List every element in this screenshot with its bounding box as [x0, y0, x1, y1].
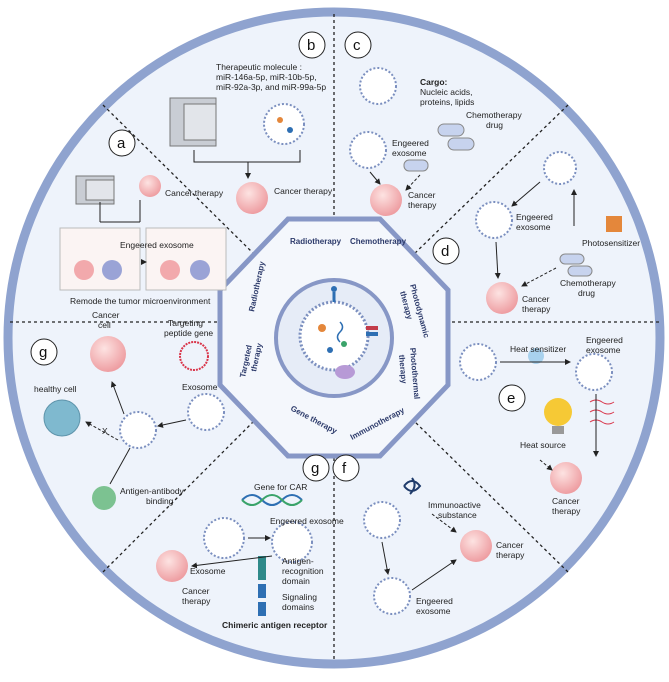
segment-chemotherapy: Chemotherapy: [350, 237, 407, 246]
c-cargo2: proteins, lipids: [420, 97, 474, 107]
g-car-engineered: Engeered exosome: [270, 516, 344, 526]
e-cancer1: Cancer: [552, 496, 580, 506]
g-target-binding2: binding: [146, 496, 174, 506]
e-heat-sensitizer: Heat sensitizer: [510, 344, 566, 354]
g-target-cancer1: Cancer: [92, 310, 120, 320]
d-engineered2: exosome: [516, 222, 551, 232]
d-photosensitizer: Photosensitizer: [582, 238, 640, 248]
g-car-cancer1: Cancer: [182, 586, 210, 596]
c-chemo1: Chemotherapy: [466, 110, 523, 120]
a-cancer-therapy: Cancer therapy: [165, 188, 224, 198]
g-car-signal2: domains: [282, 602, 314, 612]
panel-f: Immunoactive substance Cancer therapy En…: [363, 477, 525, 616]
g-target-binding1: Antigen-antibody: [120, 486, 185, 496]
letter-e: e: [507, 390, 515, 407]
g-target-targeting2: peptide gene: [164, 328, 213, 338]
central-exosome: [298, 286, 378, 379]
g-car-antigen1: Antigen-: [282, 556, 314, 566]
g-car-cancer2: therapy: [182, 596, 211, 606]
panel-d: Engeered exosome Photosensitizer Chemoth…: [475, 151, 640, 314]
g-car-signal1: Signaling: [282, 592, 317, 602]
f-cancer2: therapy: [496, 550, 525, 560]
panel-c: Cargo: Nucleic acids, proteins, lipids C…: [349, 67, 523, 216]
b-therapeutic: Therapeutic molecule :: [216, 62, 302, 72]
a-engineered-exosome: Engeered exosome: [120, 240, 194, 250]
d-chemo2: drug: [578, 288, 595, 298]
letter-b: b: [307, 37, 315, 54]
f-engineered1: Engeered: [416, 596, 453, 606]
g-car-antigen3: domain: [282, 576, 310, 586]
b-cancer-therapy: Cancer therapy: [274, 186, 333, 196]
e-engineered2: exosome: [586, 345, 621, 355]
letter-c: c: [353, 37, 361, 54]
e-heat-source: Heat source: [520, 440, 566, 450]
f-immuno2: substance: [438, 510, 477, 520]
svg-text:Cancer therapy: Cancer therapy: [165, 188, 224, 198]
a-remodel: Remode the tumor microenvironment: [70, 296, 211, 306]
letter-g-car: g: [311, 460, 319, 477]
panel-a: Cancer therapy Engeered exosome Remode t…: [59, 175, 227, 306]
g-car-antigen2: recognition: [282, 566, 324, 576]
f-immuno1: Immunoactive: [428, 500, 481, 510]
segment-photothermal-2: therapy: [397, 354, 409, 384]
g-target-targeting1: Targeting: [168, 318, 203, 328]
c-engineered2: exosome: [392, 148, 427, 158]
panel-g-car: Gene for CAR Engeered exosome Exosome Ca…: [156, 482, 344, 630]
d-cancer2: therapy: [522, 304, 551, 314]
panel-e: Heat sensitizer Engeered exosome Heat so…: [459, 335, 623, 516]
g-target-healthy: healthy cell: [34, 384, 77, 394]
g-car-gene: Gene for CAR: [254, 482, 307, 492]
d-chemo1: Chemotherapy: [560, 278, 617, 288]
segment-photothermal-1: Photothermal: [408, 347, 421, 399]
b-mirs2: miR-92a-3p, and miR-99a-5p: [216, 82, 326, 92]
g-car-title: Chimeric antigen receptor: [222, 620, 328, 630]
c-chemo2: drug: [486, 120, 503, 130]
letter-d: d: [441, 243, 449, 260]
d-cancer1: Cancer: [522, 294, 550, 304]
g-target-exosome: Exosome: [182, 382, 218, 392]
sector-dividers: [10, 14, 660, 662]
g-target-x: X: [102, 426, 108, 436]
c-cargo-label: Cargo:: [420, 77, 448, 87]
g-target-cancer2: cell: [98, 320, 111, 330]
f-cancer1: Cancer: [496, 540, 524, 550]
panel-letters: [30, 31, 526, 482]
panel-b: Therapeutic molecule : miR-146a-5p, miR-…: [169, 62, 333, 214]
b-mirs1: miR-146a-5p, miR-10b-5p,: [216, 72, 317, 82]
letter-a: a: [117, 135, 126, 152]
c-cancer1: Cancer: [408, 190, 436, 200]
f-engineered2: exosome: [416, 606, 451, 616]
e-cancer2: therapy: [552, 506, 581, 516]
c-engineered1: Engeered: [392, 138, 429, 148]
panel-g-targeted: Cancer cell Targeting peptide gene Exoso…: [34, 310, 225, 510]
letter-g-target: g: [39, 344, 47, 361]
d-engineered1: Engeered: [516, 212, 553, 222]
segment-radiotherapy-top: Radiotherapy: [290, 237, 342, 246]
g-car-exosome: Exosome: [190, 566, 226, 576]
c-cargo1: Nucleic acids,: [420, 87, 472, 97]
e-engineered1: Engeered: [586, 335, 623, 345]
letter-f: f: [342, 460, 347, 477]
c-cancer2: therapy: [408, 200, 437, 210]
